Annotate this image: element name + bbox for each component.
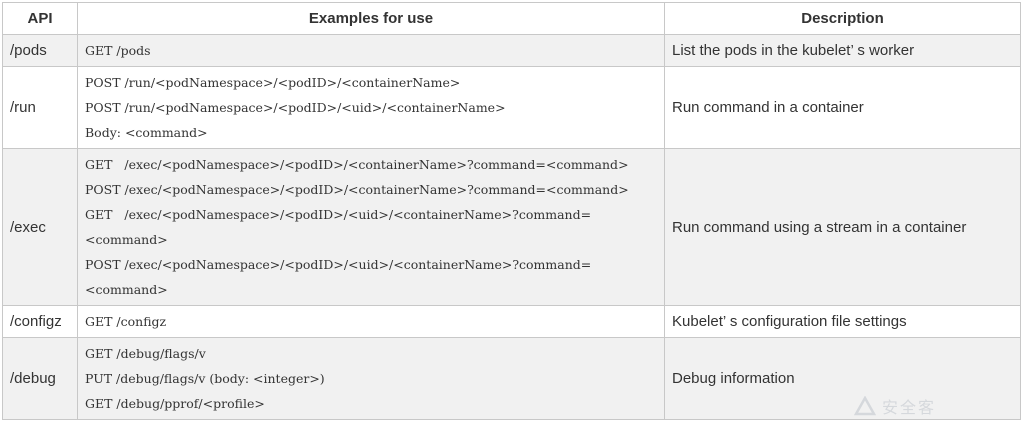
examples-cell: GET /debug/flags/v PUT /debug/flags/v (b…: [77, 337, 665, 420]
example-line: POST /exec/<podNamespace>/<podID>/<uid>/…: [85, 257, 592, 272]
example-line: POST /run/<podNamespace>/<podID>/<uid>/<…: [85, 100, 506, 115]
api-cell: /exec: [2, 148, 78, 306]
example-line: <command>: [85, 282, 168, 297]
table-row-debug: /debug GET /debug/flags/v PUT /debug/fla…: [2, 337, 1021, 420]
api-cell: /configz: [2, 305, 78, 338]
example-line: GET /pods: [85, 43, 151, 58]
example-line: GET /debug/pprof/<profile>: [85, 396, 265, 411]
example-line: PUT /debug/flags/v (body: <integer>): [85, 371, 325, 386]
watermark-logo-icon: [854, 396, 876, 416]
description-cell: Kubelet’ s configuration file settings: [664, 305, 1021, 338]
header-description: Description: [664, 2, 1021, 35]
table-row-run: /run POST /run/<podNamespace>/<podID>/<c…: [2, 66, 1021, 149]
api-cell: /run: [2, 66, 78, 149]
description-cell: List the pods in the kubelet’ s worker: [664, 34, 1021, 67]
example-line: GET /exec/<podNamespace>/<podID>/<uid>/<…: [85, 207, 592, 222]
table-row-pods: /pods GET /pods List the pods in the kub…: [2, 34, 1021, 67]
description-cell: Run command in a container: [664, 66, 1021, 149]
description-cell: Debug information: [664, 337, 1021, 420]
example-line: GET /debug/flags/v: [85, 346, 206, 361]
header-examples: Examples for use: [77, 2, 665, 35]
examples-cell: POST /run/<podNamespace>/<podID>/<contai…: [77, 66, 665, 149]
api-cell: /debug: [2, 337, 78, 420]
watermark-text: 安全客: [882, 398, 937, 417]
example-line: GET /configz: [85, 314, 167, 329]
examples-cell: GET /exec/<podNamespace>/<podID>/<contai…: [77, 148, 665, 306]
header-row: API Examples for use Description: [2, 2, 1021, 35]
api-cell: /pods: [2, 34, 78, 67]
example-line: POST /exec/<podNamespace>/<podID>/<conta…: [85, 182, 629, 197]
table-row-exec: /exec GET /exec/<podNamespace>/<podID>/<…: [2, 148, 1021, 306]
examples-cell: GET /pods: [77, 34, 665, 67]
example-line: <command>: [85, 232, 168, 247]
example-line: POST /run/<podNamespace>/<podID>/<contai…: [85, 75, 461, 90]
examples-cell: GET /configz: [77, 305, 665, 338]
description-cell: Run command using a stream in a containe…: [664, 148, 1021, 306]
header-api: API: [2, 2, 78, 35]
table-row-configz: /configz GET /configz Kubelet’ s configu…: [2, 305, 1021, 338]
example-line: GET /exec/<podNamespace>/<podID>/<contai…: [85, 157, 629, 172]
example-line: Body: <command>: [85, 125, 208, 140]
watermark: 安全客: [854, 394, 1004, 418]
